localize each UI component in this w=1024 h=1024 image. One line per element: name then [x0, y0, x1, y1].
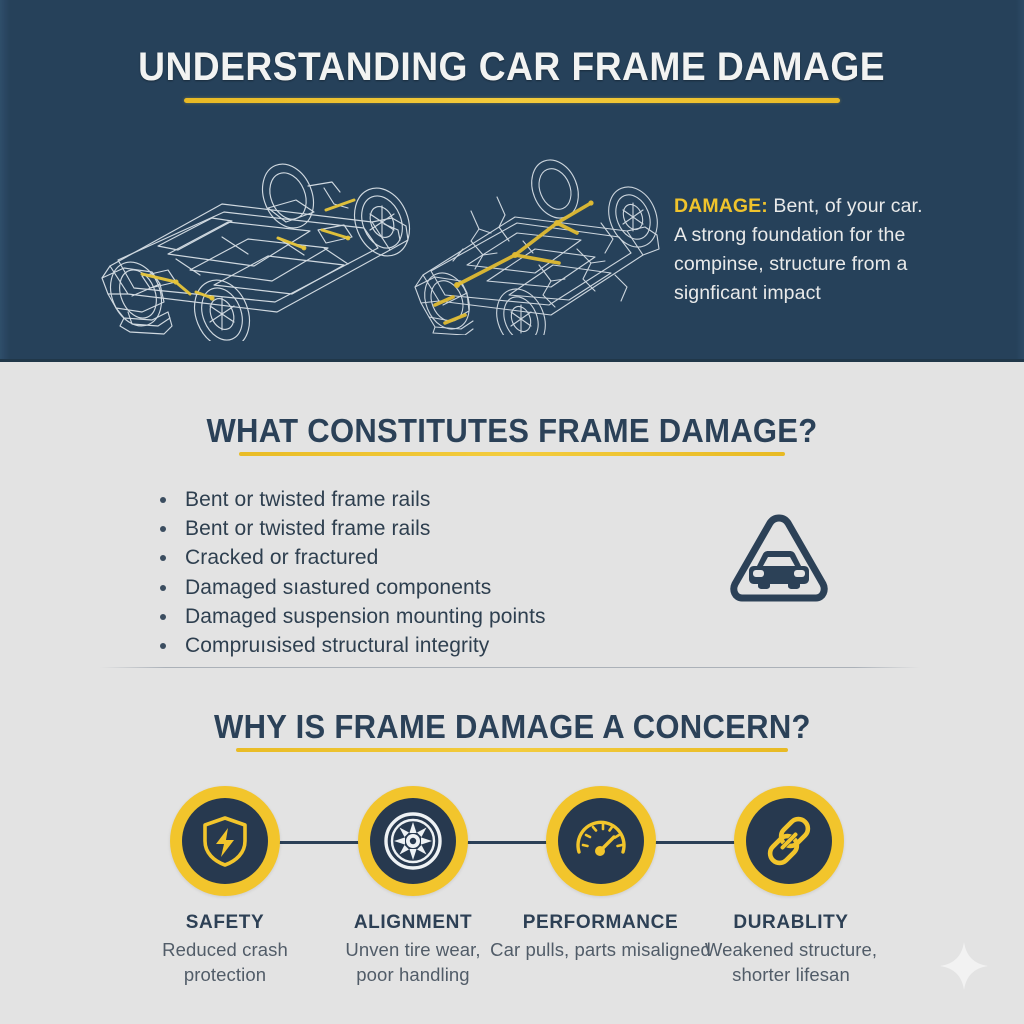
- header-description-lead: DAMAGE:: [674, 195, 768, 217]
- list-item: Bent or twisted frame rails: [152, 485, 672, 514]
- bullet-dot-icon: [160, 643, 166, 650]
- header-bottom-edge: [0, 359, 1024, 362]
- caption-desc-line1: Car pulls, parts misaligned: [490, 939, 711, 960]
- list-item: Cracked or fractured: [152, 543, 672, 572]
- bullet-dot-icon: [160, 555, 166, 562]
- caption-safety: SAFETY Reduced crash protection: [110, 912, 340, 987]
- header-left-edge: [0, 0, 10, 362]
- bullet-dot-icon: [160, 613, 166, 620]
- bullet-dot-icon: [160, 584, 166, 591]
- header-banner: UNDERSTANDING CAR FRAME DAMAGE: [0, 0, 1024, 362]
- caption-title: ALIGNMENT: [353, 912, 473, 933]
- concern-badge-performance[interactable]: [546, 786, 656, 896]
- section-two-heading-wrap: WHY IS FRAME DAMAGE A CONCERN?: [0, 708, 1024, 746]
- section-one-heading-wrap: WHAT CONSTITUTES FRAME DAMAGE?: [0, 412, 1024, 450]
- page-title-wrap: UNDERSTANDING CAR FRAME DAMAGE: [0, 46, 1024, 88]
- header-description-rest: Bent, of your car. A strong foundation f…: [674, 195, 923, 304]
- list-item: Damaged sıastured components: [152, 573, 672, 602]
- section-one-underline: [239, 452, 785, 456]
- car-chassis-wireframe-intact-icon: [101, 163, 411, 341]
- connector-line: [464, 841, 566, 844]
- list-item-label: Bent or twisted frame rails: [185, 517, 431, 541]
- caption-performance: PERFORMANCE Car pulls, parts misaligned: [483, 912, 718, 962]
- caption-title: DURABLITY: [733, 912, 849, 933]
- caption-desc-line1: Unven tire wear,: [345, 939, 481, 960]
- list-item-label: Cracked or fractured: [185, 546, 379, 570]
- speedometer-icon: [576, 820, 626, 856]
- caption-desc-line2: shorter lifesan: [732, 964, 850, 985]
- section-two-underline: [236, 748, 788, 752]
- badge-inner: [182, 798, 268, 884]
- caption-desc-line2: poor handling: [356, 964, 470, 985]
- section-one-heading: WHAT CONSTITUTES FRAME DAMAGE?: [206, 412, 818, 449]
- four-point-sparkle-icon: [940, 942, 988, 990]
- bullet-dot-icon: [160, 497, 166, 503]
- caption-title: SAFETY: [185, 912, 265, 933]
- badge-inner: [370, 798, 456, 884]
- caption-desc-line2: protection: [183, 964, 267, 985]
- caption-durability: DURABLITY Weakened structure, shorter li…: [676, 912, 906, 987]
- badge-inner: [746, 798, 832, 884]
- list-item-label: Damaged suspension mounting points: [185, 604, 546, 628]
- connector-line: [272, 841, 376, 844]
- connector-line: [652, 841, 756, 844]
- list-item: Compruısised structural integrity: [152, 631, 672, 660]
- caption-title: PERFORMANCE: [522, 912, 679, 933]
- wheel-rim-icon: [384, 812, 442, 870]
- page-title: UNDERSTANDING CAR FRAME DAMAGE: [138, 45, 886, 89]
- section-two-heading: WHY IS FRAME DAMAGE A CONCERN?: [213, 708, 811, 745]
- caption-desc-line1: Reduced crash: [162, 939, 288, 960]
- section-divider: [100, 667, 920, 668]
- bullet-dot-icon: [160, 526, 166, 533]
- concern-badge-alignment[interactable]: [358, 786, 468, 896]
- shield-bolt-icon: [203, 816, 247, 867]
- concern-icon-row: [0, 786, 1024, 906]
- caption-desc-line1: Weakened structure,: [704, 939, 878, 960]
- chain-link-icon: [767, 816, 811, 866]
- list-item-label: Damaged sıastured components: [185, 575, 492, 599]
- list-item-label: Bent or twisted frame rails: [185, 488, 431, 511]
- warning-triangle-car-icon: [730, 514, 828, 602]
- caption-alignment: ALIGNMENT Unven tire wear, poor handling: [298, 912, 528, 987]
- header-description: DAMAGE: Bent, of your car. A strong foun…: [674, 192, 936, 308]
- frame-damage-list: Bent or twisted frame rails Bent or twis…: [152, 485, 672, 660]
- list-item: Bent or twisted frame rails: [152, 514, 672, 543]
- concern-badge-safety[interactable]: [170, 786, 280, 896]
- car-chassis-wireframe-damaged-icon: [414, 159, 660, 335]
- list-item-label: Compruısised structural integrity: [185, 634, 490, 658]
- concern-badge-durability[interactable]: [734, 786, 844, 896]
- badge-inner: [558, 798, 644, 884]
- header-right-edge: [1016, 0, 1024, 362]
- list-item: Damaged suspension mounting points: [152, 602, 672, 631]
- title-underline: [184, 98, 840, 103]
